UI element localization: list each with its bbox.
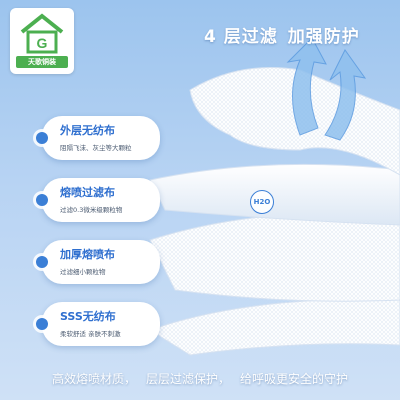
airflow-arrows-icon <box>286 37 367 141</box>
layer-desc: 过滤细小颗粒物 <box>60 268 106 276</box>
layer-dot <box>36 256 48 268</box>
footer-tagline: 高效熔喷材质， 层层过滤保护， 给呼吸更安全的守护 <box>0 370 400 387</box>
sheet-sss <box>148 298 400 356</box>
svg-text:G: G <box>37 35 48 51</box>
layer-desc: 柔软舒适 亲肤不刺激 <box>60 330 121 338</box>
layer-title: 加厚熔喷布 <box>60 248 115 261</box>
headline: 4 层过滤加强防护 <box>204 22 394 47</box>
layer-desc: 过滤0.3微米级颗粒物 <box>60 206 123 214</box>
layer-dot <box>36 132 48 144</box>
sheet-meltblown <box>149 163 400 226</box>
headline-part1: 4 层过滤 <box>204 27 278 47</box>
brand-logo: G 天歌铜装 <box>10 8 74 74</box>
layer-title: SSS无纺布 <box>60 310 116 323</box>
footer-part1: 高效熔喷材质， <box>51 372 136 386</box>
layer-card-sss: SSS无纺布 柔软舒适 亲肤不刺激 <box>36 302 160 346</box>
footer-part3: 给呼吸更安全的守护 <box>240 372 349 386</box>
h2o-badge: H2O <box>250 190 274 214</box>
layer-card-thick-meltblown: 加厚熔喷布 过滤细小颗粒物 <box>36 240 160 284</box>
logo-text: 天歌铜装 <box>16 56 68 68</box>
layer-title: 外层无纺布 <box>60 124 115 137</box>
layer-desc: 阻隔飞沫、灰尘等大颗粒 <box>60 144 132 152</box>
house-logo-icon: G <box>20 13 64 54</box>
headline-part2: 加强防护 <box>287 27 360 47</box>
footer-part2: 层层过滤保护， <box>145 372 230 386</box>
layer-card-meltblown: 熔喷过滤布 过滤0.3微米级颗粒物 <box>36 178 160 222</box>
layer-dot <box>36 194 48 206</box>
layer-card-outer: 外层无纺布 阻隔飞沫、灰尘等大颗粒 <box>36 116 160 160</box>
sheet-thick-meltblown <box>149 212 400 302</box>
layer-title: 熔喷过滤布 <box>60 186 115 199</box>
layer-dot <box>36 318 48 330</box>
